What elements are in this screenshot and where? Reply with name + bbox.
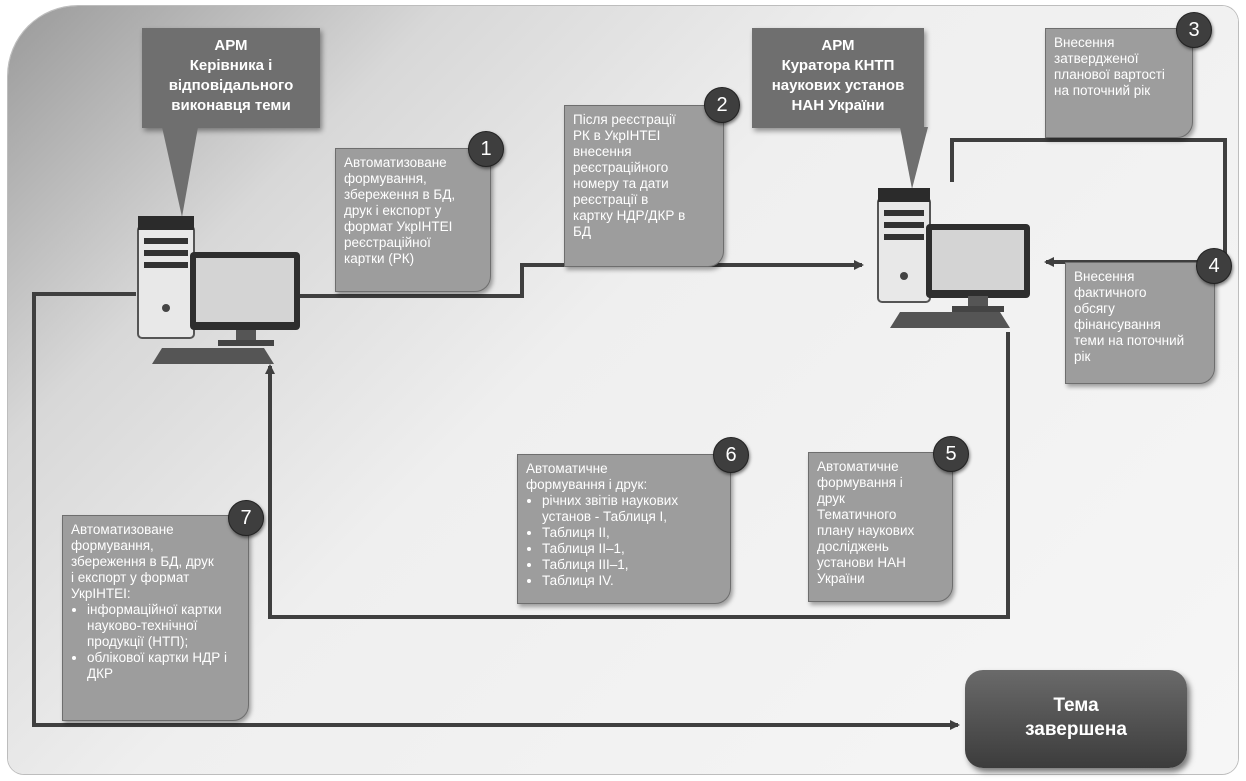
step-4-line: обсягу [1074, 301, 1115, 316]
step-5-line: друк [817, 491, 845, 506]
step-3-badge: 3 [1176, 12, 1212, 48]
step-4-line: рік [1074, 349, 1091, 364]
step-7-intro-line: і експорт у формат [71, 570, 190, 585]
step-5-line: установи НАН [817, 555, 906, 570]
step-5-badge: 5 [933, 436, 969, 472]
step-4-badge: 4 [1196, 248, 1232, 284]
step-5-line: досліджень [817, 539, 889, 554]
step-3-line: затвердженої [1054, 51, 1139, 66]
arm-left-callout: АРМ Керівника і відповідального виконавц… [142, 28, 320, 128]
step-7-intro-line: формування, [71, 538, 154, 553]
step-2-box: Після реєстрації РК в УкрІНТЕІ внесення … [564, 105, 724, 267]
step-6-list-item: річних звітів наукових установ - Таблиця… [542, 493, 722, 525]
step-2-line: реєстраційного [573, 160, 669, 175]
arm-left-line1: АРМ [214, 37, 248, 54]
step-4-line: фактичного [1074, 285, 1147, 300]
step-1-line: реєстраційної [344, 235, 431, 250]
step-2-line: номеру та дати [573, 176, 669, 191]
step-1-line: формування, [344, 171, 427, 186]
step-6-list-item: Таблиця ІІ–1, [542, 541, 722, 557]
step-1-line: картки (РК) [344, 251, 415, 266]
step-6-intro-line: Автоматичне [526, 461, 608, 476]
step-5-line: Тематичного [817, 507, 897, 522]
step-6-list: річних звітів наукових установ - Таблиця… [526, 493, 722, 589]
step-1-text: Автоматизоване формування, збереження в … [344, 155, 482, 267]
step-7-badge: 7 [228, 500, 264, 536]
step-3-line: планової вартості [1054, 67, 1165, 82]
step-2-line: Після реєстрації [573, 112, 676, 127]
desktop-computer-icon [137, 216, 300, 364]
arm-left-line3: відповідального [168, 77, 294, 94]
arm-left-pointer [162, 127, 198, 217]
arm-right-pointer [900, 127, 928, 189]
step-4-box: Внесення фактичного обсягу фінансування … [1065, 262, 1215, 384]
step-3-line: на поточний рік [1054, 83, 1151, 98]
arm-right-line4: НАН України [791, 97, 885, 114]
step-1-box: Автоматизоване формування, збереження в … [335, 148, 491, 292]
topic-completed-line2: завершена [1025, 719, 1127, 740]
step-2-line: РК в УкрІНТЕІ [573, 128, 661, 143]
step-7-intro-line: збереження в БД, друк [71, 554, 214, 569]
flow-line-5-6 [265, 332, 1010, 619]
topic-completed-line1: Тема [1053, 695, 1099, 716]
step-2-line: БД [573, 224, 592, 239]
arm-right-line2: Куратора КНТП [781, 57, 895, 74]
step-3-line: Внесення [1054, 35, 1115, 50]
topic-completed-box: Тема завершена [965, 670, 1187, 768]
step-7-list: інформаційної картки науково-технічної п… [71, 602, 240, 682]
arm-left-line2: Керівника і [189, 57, 273, 74]
step-1-badge: 1 [468, 131, 504, 167]
step-6-list-item: Таблиця ІІІ–1, [542, 557, 722, 573]
step-2-line: внесення [573, 144, 632, 159]
step-7-intro-line: Автоматизоване [71, 522, 174, 537]
step-5-line: формування і [817, 475, 903, 490]
desktop-computer-icon [877, 188, 1030, 328]
flow-line-7 [32, 292, 960, 730]
step-2-line: картку НДР/ДКР в [573, 208, 686, 223]
step-2-line: реєстрації в [573, 192, 649, 207]
arm-left-line4: виконавця теми [171, 97, 291, 114]
step-1-line: формат УкрІНТЕІ [344, 219, 453, 234]
step-6-box: Автоматичне формування і друк: річних зв… [517, 454, 731, 604]
step-4-line: Внесення [1074, 269, 1135, 284]
step-3-box: Внесення затвердженої планової вартості … [1045, 28, 1193, 138]
step-7-list-item: облікової картки НДР і ДКР [87, 650, 240, 682]
step-1-line: Автоматизоване [344, 155, 447, 170]
step-6-list-item: Таблиця ІІ, [542, 525, 722, 541]
arm-right-line3: наукових установ [771, 77, 905, 94]
step-1-line: друк і експорт у [344, 203, 442, 218]
step-6-badge: 6 [713, 437, 749, 473]
step-1-line: збереження в БД, [344, 187, 456, 202]
step-5-line: України [817, 571, 865, 586]
step-5-line: плану наукових [817, 523, 915, 538]
step-5-box: Автоматичне формування і друк Тематичног… [808, 452, 953, 602]
step-7-intro-line: УкрІНТЕІ: [71, 586, 131, 601]
arm-right-callout: АРМ Куратора КНТП наукових установ НАН У… [752, 28, 924, 128]
step-7-list-item: інформаційної картки науково-технічної п… [87, 602, 240, 650]
step-2-badge: 2 [704, 87, 740, 123]
arm-right-line1: АРМ [821, 37, 855, 54]
step-6-intro-line: формування і друк: [526, 477, 648, 492]
step-5-line: Автоматичне [817, 459, 899, 474]
step-6-list-item: Таблиця ІV. [542, 573, 722, 589]
step-7-box: Автоматизоване формування, збереження в … [62, 515, 249, 721]
step-4-line: фінансування [1074, 317, 1161, 332]
step-4-line: теми на поточний [1074, 333, 1185, 348]
